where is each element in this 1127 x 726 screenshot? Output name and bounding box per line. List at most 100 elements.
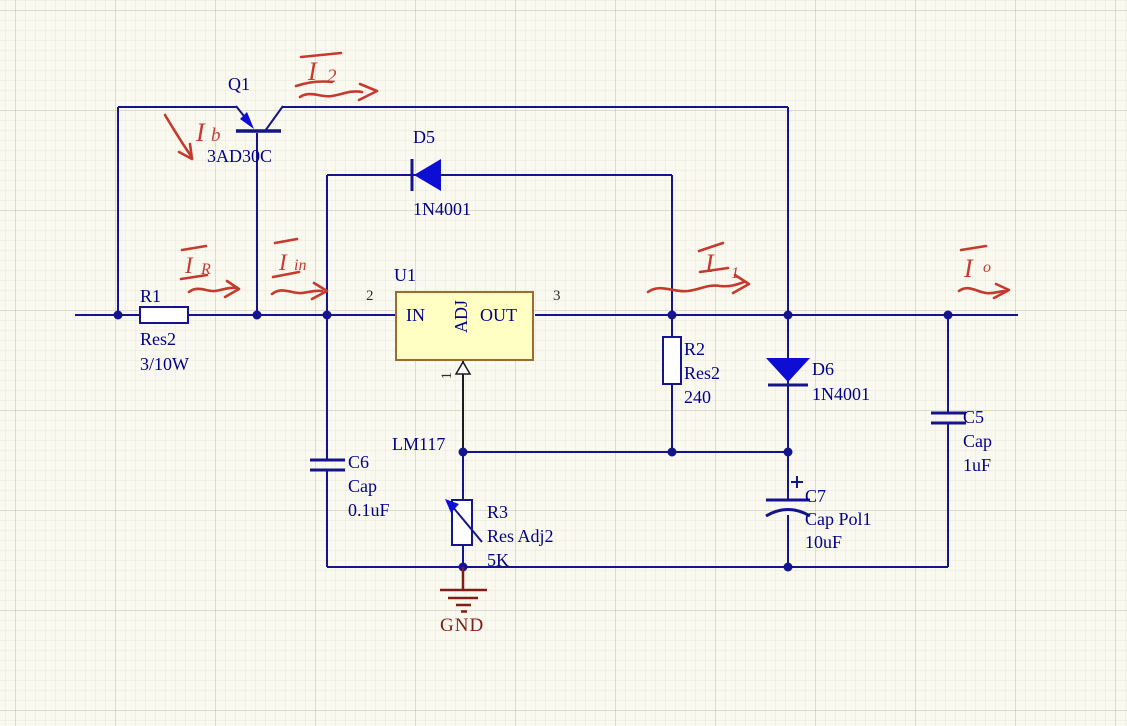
annotation-i1-label: I bbox=[704, 249, 715, 278]
c7-plus-icon bbox=[791, 476, 803, 488]
u1-regulator-symbol[interactable] bbox=[395, 291, 534, 375]
r3-wiper-arrow-icon bbox=[445, 499, 459, 513]
junction-dot bbox=[943, 310, 953, 320]
c7-capacitor-symbol[interactable] bbox=[765, 476, 811, 518]
c6-capacitor-symbol[interactable] bbox=[310, 458, 345, 472]
c6-value: 0.1uF bbox=[348, 500, 390, 520]
d6-designator: D6 bbox=[812, 359, 834, 379]
r3-wiper-line bbox=[451, 505, 483, 543]
annotation-i1: I 1 bbox=[646, 241, 751, 295]
junction-dot bbox=[252, 310, 262, 320]
u1-pin-number-1: 1 bbox=[439, 372, 455, 380]
annotation-i1-sub: 1 bbox=[731, 265, 739, 282]
u1-pin-adj-label: ADJ bbox=[451, 300, 471, 334]
r3-adjustable-resistor-symbol[interactable] bbox=[445, 499, 483, 546]
q1-collector-line bbox=[264, 105, 284, 132]
annotation-ir: I R bbox=[179, 244, 241, 299]
annotation-ir-sub: R bbox=[200, 261, 211, 278]
annotation-iin-arrowhead bbox=[310, 281, 329, 301]
annotation-io-arrow bbox=[957, 286, 1007, 295]
c5-designator: C5 bbox=[963, 407, 985, 427]
annotation-i2-sub: 2 bbox=[327, 66, 337, 87]
junction-dot bbox=[667, 310, 677, 320]
c5-capacitor-symbol[interactable] bbox=[931, 411, 966, 425]
u1-pin-number-2: 2 bbox=[366, 288, 374, 304]
r3-designator: R3 bbox=[487, 502, 509, 522]
r1-part: Res2 bbox=[140, 329, 176, 349]
annotation-iin: I in bbox=[270, 237, 329, 301]
u1-pin-in-label: IN bbox=[406, 305, 425, 325]
d5-part: 1N4001 bbox=[413, 199, 471, 219]
annotation-ir-arrowhead bbox=[223, 279, 241, 299]
annotation-ib-arrow bbox=[163, 113, 193, 158]
annotation-i2-arrow bbox=[298, 90, 364, 99]
annotation-ib: I b bbox=[163, 113, 221, 161]
annotation-i1-overline bbox=[697, 241, 725, 253]
annotation-i1-underline bbox=[698, 266, 730, 274]
d6-anode-triangle bbox=[766, 358, 810, 382]
d5-anode-triangle bbox=[414, 159, 441, 191]
r2-designator: R2 bbox=[684, 339, 706, 359]
annotation-iin-label: I bbox=[278, 250, 288, 275]
annotation-ib-sub: b bbox=[211, 125, 221, 146]
r1-designator: R1 bbox=[140, 286, 162, 306]
annotation-i1-arrow bbox=[646, 280, 746, 294]
annotation-ir-arrow bbox=[187, 286, 238, 294]
annotation-io: I o bbox=[957, 244, 1011, 300]
annotation-iin-underline bbox=[271, 270, 301, 279]
q1-part: 3AD30C bbox=[207, 146, 273, 166]
r2-resistor-symbol[interactable] bbox=[662, 336, 682, 385]
junction-dot bbox=[322, 310, 332, 320]
annotation-iin-sub: in bbox=[294, 257, 306, 274]
r3-value: 5K bbox=[487, 550, 509, 570]
r1-value: 3/10W bbox=[140, 354, 189, 374]
u1-pin-out-label: OUT bbox=[480, 305, 517, 325]
c6-designator: C6 bbox=[348, 452, 370, 472]
annotation-i2-underline bbox=[294, 80, 334, 88]
u1-pin-number-3: 3 bbox=[553, 288, 561, 304]
u1-body bbox=[395, 291, 534, 361]
gnd-symbol[interactable] bbox=[440, 567, 487, 613]
annotation-ir-label: I bbox=[184, 253, 194, 278]
annotation-io-overline bbox=[959, 244, 988, 252]
q1-transistor-symbol[interactable] bbox=[235, 105, 284, 133]
junction-dot bbox=[667, 447, 677, 457]
c6-part: Cap bbox=[348, 476, 377, 496]
annotation-ib-label: I bbox=[195, 118, 206, 147]
annotation-ir-overline bbox=[180, 244, 208, 252]
c5-part: Cap bbox=[963, 431, 992, 451]
c7-plate-bottom-curved bbox=[765, 508, 811, 518]
annotation-iin-arrow bbox=[270, 289, 324, 296]
c7-value: 10uF bbox=[805, 532, 843, 552]
annotation-ir-underline bbox=[179, 273, 209, 281]
d5-designator: D5 bbox=[413, 127, 435, 147]
c7-part: Cap Pol1 bbox=[805, 509, 872, 529]
annotation-ib-arrowhead bbox=[177, 142, 194, 161]
u1-designator: U1 bbox=[394, 265, 416, 285]
d5-diode-symbol[interactable] bbox=[410, 159, 441, 191]
u1-part: LM117 bbox=[392, 434, 446, 454]
d6-diode-symbol[interactable] bbox=[766, 358, 810, 387]
annotation-i2-overline bbox=[299, 51, 343, 59]
annotation-io-sub: o bbox=[983, 259, 991, 276]
r2-value: 240 bbox=[684, 387, 711, 407]
gnd-label: GND bbox=[440, 615, 485, 636]
junction-dot bbox=[783, 562, 793, 572]
q1-emitter-arrow-icon bbox=[240, 112, 254, 129]
d6-part: 1N4001 bbox=[812, 384, 870, 404]
junction-dot bbox=[458, 447, 468, 457]
annotation-io-arrowhead bbox=[992, 282, 1011, 300]
annotation-iin-overline bbox=[273, 237, 299, 245]
annotation-i2: I 2 bbox=[294, 51, 379, 102]
q1-designator: Q1 bbox=[228, 74, 250, 94]
r3-part: Res Adj2 bbox=[487, 526, 554, 546]
annotation-i2-label: I bbox=[307, 57, 318, 86]
junction-dot bbox=[783, 447, 793, 457]
c7-designator: C7 bbox=[805, 486, 827, 506]
junction-dots bbox=[113, 310, 953, 572]
r1-resistor-symbol[interactable] bbox=[139, 306, 189, 324]
junction-dot bbox=[113, 310, 123, 320]
r2-part: Res2 bbox=[684, 363, 720, 383]
